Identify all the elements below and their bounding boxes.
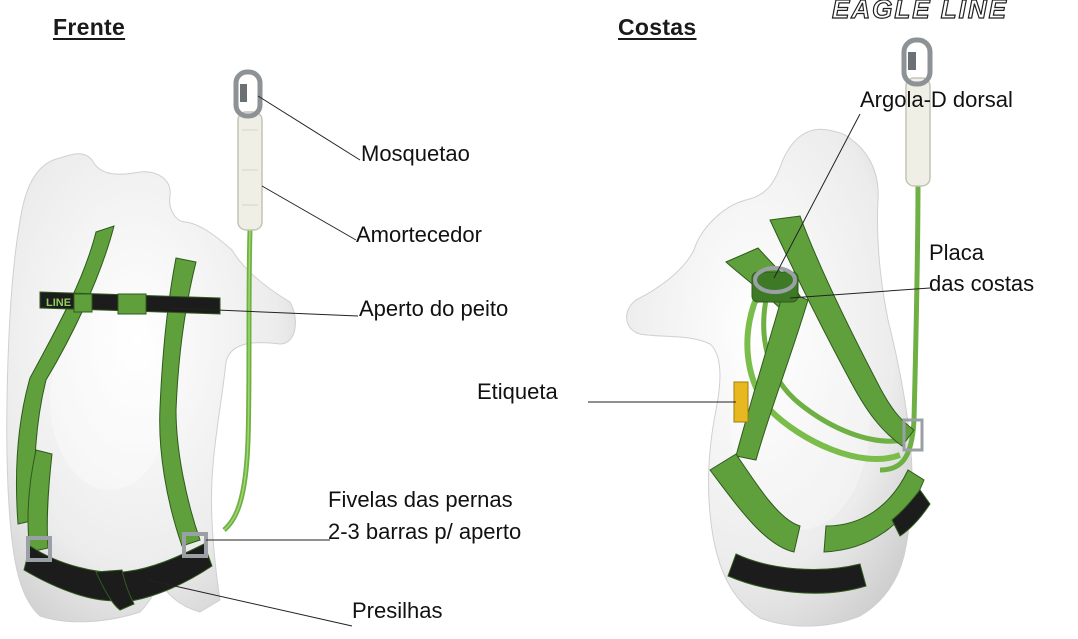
front-harness [16, 225, 221, 611]
label-back-plate-line1: Placa [929, 240, 985, 265]
back-heading: Costas [618, 14, 697, 40]
label-back-plate-line2: das costas [929, 271, 1035, 296]
label-leg-buckles-line1: Fivelas das pernas [328, 487, 513, 512]
label-loops: Presilhas [352, 598, 443, 623]
leader-dorsal-d-ring [773, 113, 861, 279]
front-heading: Frente [53, 14, 126, 40]
leader-loops [147, 579, 353, 627]
label-dorsal-d-ring: Argola-D dorsal [860, 87, 1013, 112]
front-strap-brand: LINE [46, 297, 71, 309]
dorsal-d-ring [753, 266, 797, 294]
back-shock-absorber [905, 77, 931, 187]
back-carabiner [901, 37, 933, 87]
label-absorber: Amortecedor [356, 222, 482, 247]
leader-lines [147, 95, 931, 627]
label-tag: Etiqueta [477, 379, 558, 404]
leader-back-plate [789, 287, 931, 299]
back-harness [709, 215, 931, 594]
leader-absorber [261, 185, 357, 241]
harness-tag [733, 381, 749, 423]
front-shock-absorber [237, 111, 263, 231]
label-carabiner: Mosquetao [361, 141, 470, 166]
label-leg-buckles-line2: 2-3 barras p/ aperto [328, 519, 522, 544]
brand-logo: EAGLE LINE [831, 0, 1009, 25]
front-mannequin [6, 153, 296, 623]
front-carabiner [233, 69, 263, 119]
front-lanyard [222, 69, 263, 532]
label-chest-strap: Aperto do peito [359, 296, 509, 321]
leader-chest-strap [169, 307, 359, 317]
back-plate [751, 271, 799, 303]
leader-carabiner [257, 95, 361, 161]
